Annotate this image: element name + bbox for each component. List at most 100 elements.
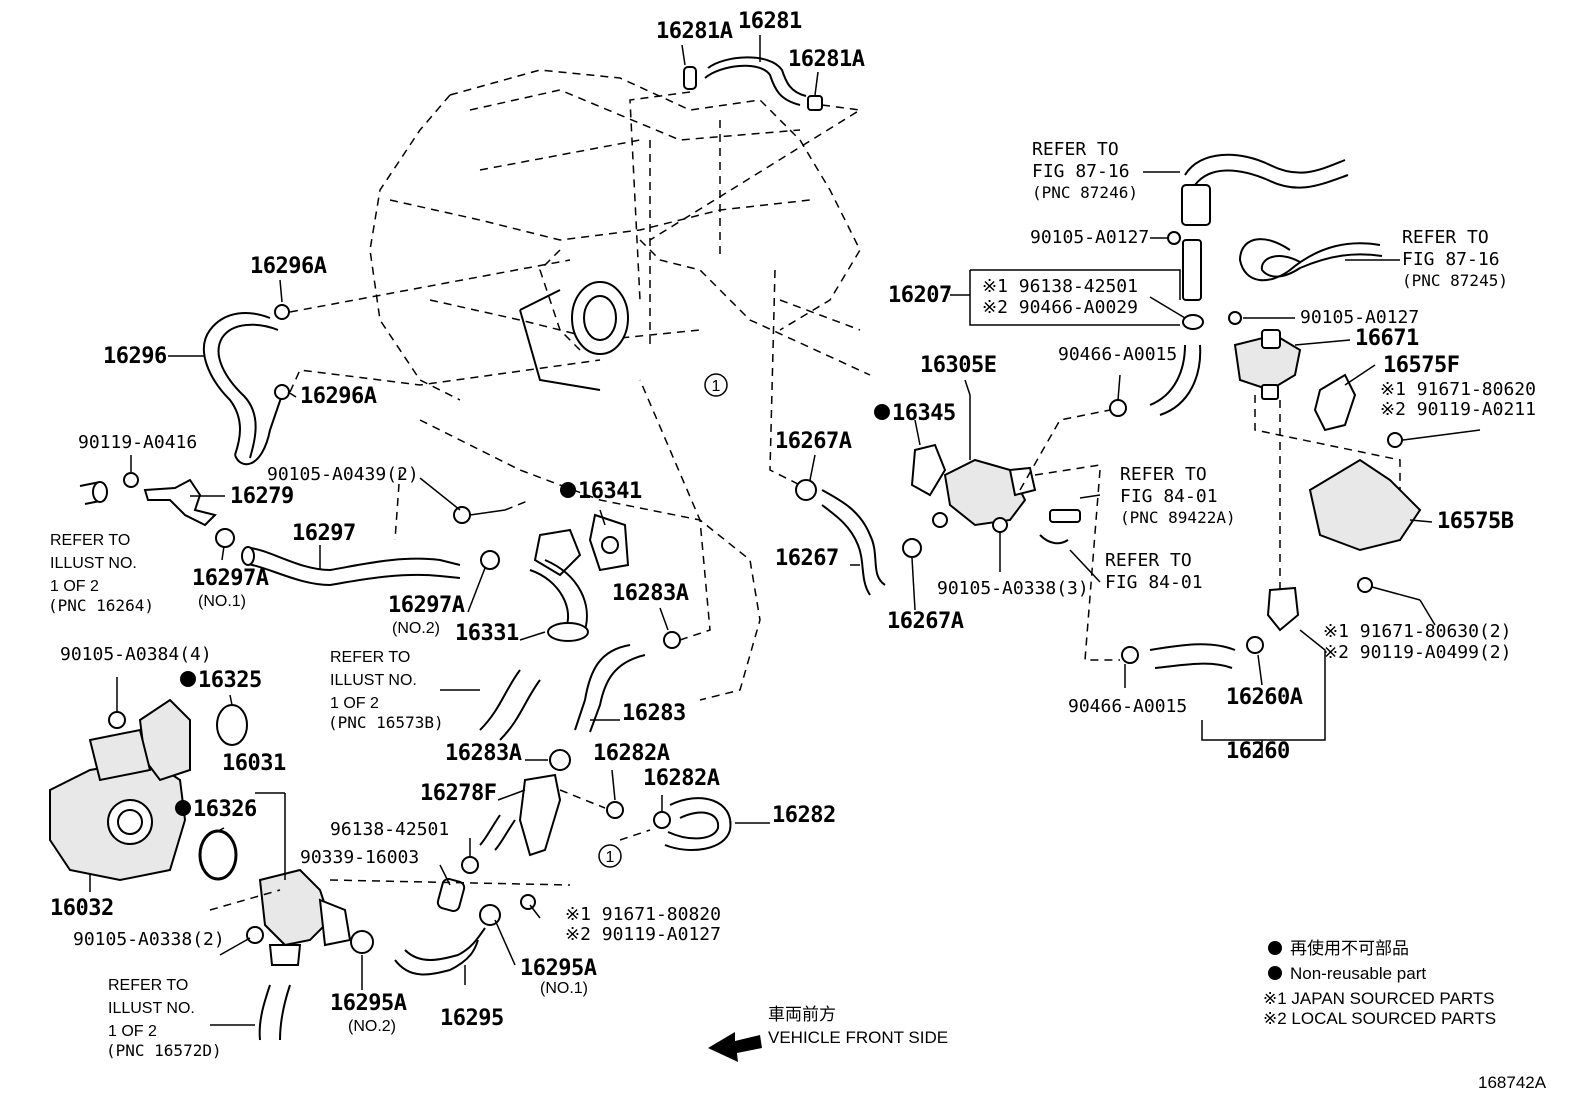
hose-87245 (1228, 238, 1383, 325)
label-16295: 16295 (440, 1006, 504, 1031)
figure-id: 168742A (1478, 1073, 1547, 1092)
label-16326: 16326 (193, 797, 257, 822)
label-96138-42501-a: ※1 96138-42501 (982, 276, 1138, 297)
label-16279: 16279 (230, 484, 294, 509)
thermostat-housing-16031 (209, 868, 571, 1041)
label-no1-a: (NO.1) (198, 593, 246, 610)
label-16207: 16207 (888, 283, 952, 308)
label-96138-42501-b: 96138-42501 (330, 819, 449, 840)
label-91671-80820: ※1 91671-80820 (565, 904, 721, 925)
label-16325: 16325 (198, 668, 262, 693)
refer-84-01: REFER TO FIG 84-01 (1105, 550, 1203, 593)
engine-block (369, 69, 871, 701)
label-16282A-right: 16282A (643, 766, 720, 791)
nonreusable-dot (560, 482, 576, 498)
svg-text:REFER TO: REFER TO (1120, 464, 1207, 485)
svg-text:(PNC 87246): (PNC 87246) (1032, 183, 1138, 202)
label-16297A-no2: 16297A (388, 593, 465, 618)
svg-text:FIG 87-16: FIG 87-16 (1402, 249, 1500, 270)
label-90105-A0127-a: 90105-A0127 (1030, 227, 1149, 248)
svg-text:REFER TO: REFER TO (1402, 227, 1489, 248)
label-no2-b: (NO.2) (348, 1018, 396, 1035)
label-no2-a: (NO.2) (392, 620, 440, 637)
label-90105-A0439: 90105-A0439(2) (267, 464, 419, 485)
label-16283A-top: 16283A (612, 581, 689, 606)
label-91671-80630: ※1 91671-80630(2) (1323, 621, 1511, 642)
label-16575F: 16575F (1383, 353, 1459, 378)
svg-text:※1 JAPAN SOURCED PARTS: ※1 JAPAN SOURCED PARTS (1263, 989, 1495, 1008)
callout-1-a: 1 (704, 373, 728, 397)
label-16296: 16296 (103, 344, 167, 369)
label-90466-A0015-a: 90466-A0015 (1058, 344, 1177, 365)
svg-text:(PNC 16573B): (PNC 16573B) (328, 713, 444, 732)
label-16296A-bottom: 16296A (300, 384, 377, 409)
svg-text:車両前方: 車両前方 (768, 1005, 836, 1024)
svg-text:REFER TO: REFER TO (330, 649, 410, 666)
hose-16260 (1084, 400, 1300, 669)
label-90105-A0338-3: 90105-A0338(3) (937, 578, 1089, 599)
svg-text:1: 1 (712, 378, 721, 395)
hose-87246 (1109, 153, 1349, 417)
legend: 再使用不可部品 Non-reusable part ※1 JAPAN SOURC… (1263, 938, 1496, 1028)
label-16671: 16671 (1355, 326, 1419, 351)
label-16281A-right: 16281A (788, 47, 865, 72)
label-16031: 16031 (222, 751, 286, 776)
label-16267: 16267 (775, 546, 839, 571)
label-90119-A0499: ※2 90119-A0499(2) (1323, 642, 1511, 663)
label-16295A-no1: 16295A (520, 956, 597, 981)
hose-16283 (549, 379, 711, 771)
hose-16267 (769, 269, 922, 596)
label-90466-A0029: ※2 90466-A0029 (982, 297, 1138, 318)
label-91671-80620: ※1 91671-80620 (1380, 379, 1536, 400)
nonreusable-dot (175, 800, 191, 816)
label-16305E: 16305E (920, 353, 996, 378)
svg-text:(PNC 87245): (PNC 87245) (1402, 271, 1508, 290)
label-90105-A0338-2: 90105-A0338(2) (73, 929, 225, 950)
label-16281: 16281 (738, 9, 802, 34)
svg-text:再使用不可部品: 再使用不可部品 (1290, 938, 1409, 958)
svg-text:FIG 84-01: FIG 84-01 (1120, 486, 1218, 507)
hose-16297 (215, 528, 500, 587)
valve-16671 (1233, 329, 1302, 400)
throttle-body (519, 281, 629, 391)
label-16282A-top: 16282A (593, 741, 670, 766)
hose-16573b (479, 669, 541, 741)
svg-text:FIG 84-01: FIG 84-01 (1105, 572, 1203, 593)
refer-89422a: REFER TO FIG 84-01 (PNC 89422A) (1120, 464, 1236, 527)
refer-16572d: REFER TO ILLUST NO. 1 OF 2 (PNC 16572D) (106, 977, 222, 1060)
water-pump-16032 (49, 698, 248, 882)
bracket-16575F (1254, 373, 1403, 490)
label-90119-A0211: ※2 90119-A0211 (1380, 399, 1536, 420)
leader-lines (89, 35, 1481, 1026)
svg-text:1 OF 2: 1 OF 2 (108, 1023, 157, 1040)
svg-text:(PNC 89422A): (PNC 89422A) (1120, 508, 1236, 527)
label-90105-A0127-b: 90105-A0127 (1300, 307, 1419, 328)
vehicle-front-label: 車両前方 VEHICLE FRONT SIDE (768, 1005, 948, 1047)
label-16281A-top: 16281A (656, 19, 733, 44)
svg-text:REFER TO: REFER TO (108, 977, 188, 994)
svg-text:1 OF 2: 1 OF 2 (330, 695, 379, 712)
label-16283A-bottom: 16283A (445, 741, 522, 766)
label-16297: 16297 (292, 521, 356, 546)
refer-87246: REFER TO FIG 87-16 (PNC 87246) (1032, 139, 1138, 202)
label-16260: 16260 (1226, 739, 1290, 764)
label-90119-A0416: 90119-A0416 (78, 432, 197, 453)
callout-1-b: 1 (598, 844, 622, 868)
label-16296A-top: 16296A (250, 254, 327, 279)
svg-text:ILLUST NO.: ILLUST NO. (108, 1000, 195, 1017)
svg-text:REFER TO: REFER TO (50, 532, 130, 549)
label-16267A-top: 16267A (775, 429, 852, 454)
svg-text:(PNC 16572D): (PNC 16572D) (106, 1041, 222, 1060)
label-no1-b: (NO.1) (540, 980, 588, 997)
svg-text:※2 LOCAL SOURCED PARTS: ※2 LOCAL SOURCED PARTS (1263, 1009, 1496, 1028)
svg-text:ILLUST NO.: ILLUST NO. (330, 672, 417, 689)
svg-text:(PNC 16264): (PNC 16264) (48, 596, 154, 615)
label-16283: 16283 (622, 701, 686, 726)
nonreusable-dot (180, 671, 196, 687)
nonreusable-dot (874, 404, 890, 420)
label-16345: 16345 (892, 401, 956, 426)
part-labels: 16281A 16281 16281A 16296A 16296 16296A … (50, 9, 1536, 1035)
svg-text:Non-reusable part: Non-reusable part (1290, 964, 1426, 983)
svg-text:VEHICLE FRONT SIDE: VEHICLE FRONT SIDE (768, 1028, 948, 1047)
